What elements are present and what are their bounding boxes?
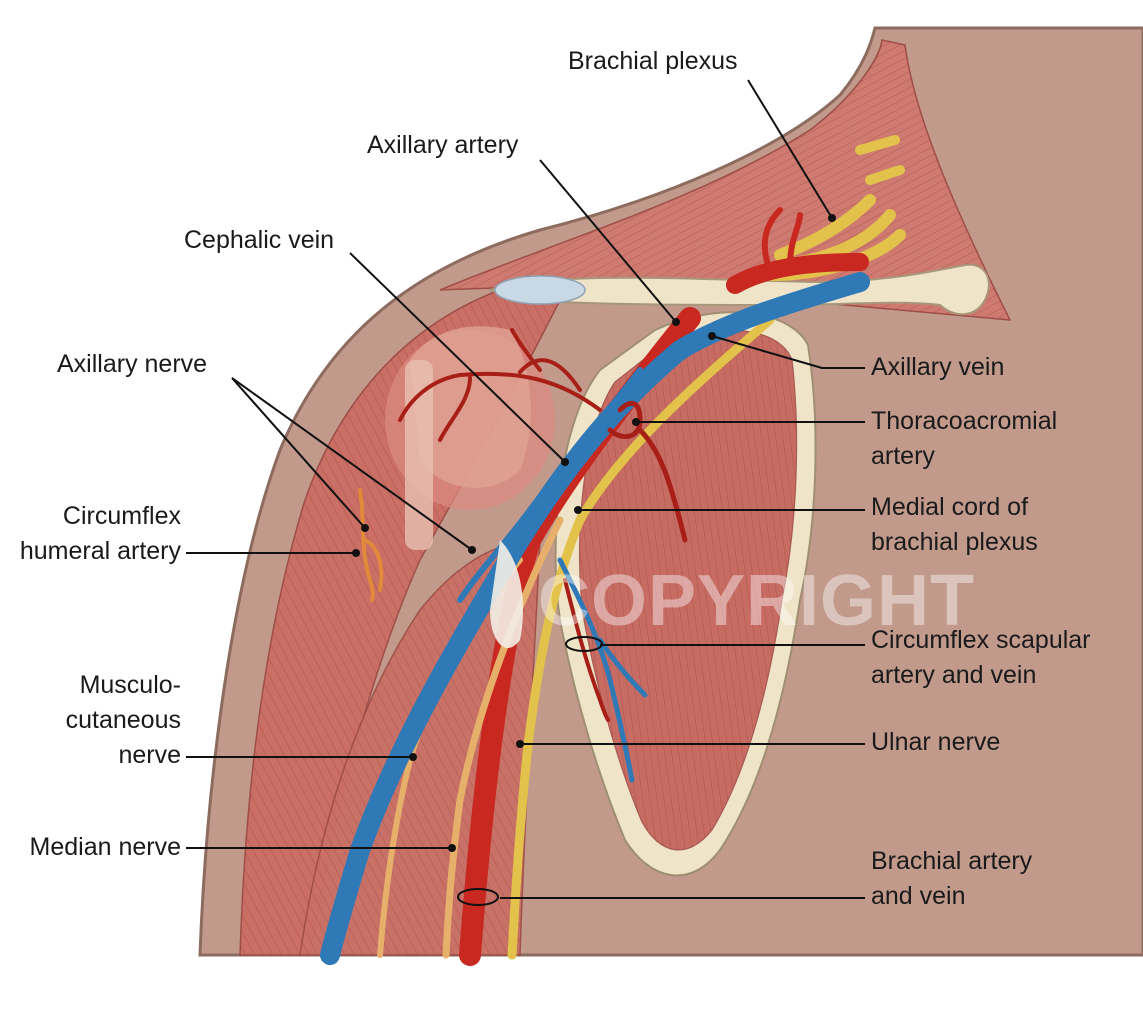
label-circumflex-scapular: Circumflex scapular artery and vein: [871, 623, 1091, 693]
label-circumflex-humeral-artery: Circumflex humeral artery: [20, 499, 181, 569]
medial-cord-nerve: [507, 315, 775, 960]
axillary-vein: [320, 272, 870, 965]
label-line: Musculo-: [79, 671, 181, 699]
label-musculocutaneous-nerve: Musculo- cutaneous nerve: [66, 668, 181, 773]
label-brachial-plexus: Brachial plexus: [568, 47, 738, 75]
leader-lines: [186, 79, 865, 906]
label-line: Brachial artery: [871, 847, 1033, 875]
label-line: and vein: [871, 882, 966, 910]
brachial-plexus-roots: [855, 135, 905, 185]
label-line: brachial plexus: [871, 528, 1038, 556]
thoracoacromial-artery: [607, 401, 688, 543]
label-axillary-vein: Axillary vein: [871, 353, 1005, 381]
label-line: artery and vein: [871, 661, 1037, 689]
label-ulnar-nerve: Ulnar nerve: [871, 728, 1001, 756]
label-line: cutaneous: [65, 706, 181, 734]
label-line: Circumflex scapular: [871, 626, 1091, 654]
rotator-cuff: [410, 326, 531, 489]
label-axillary-artery: Axillary artery: [367, 131, 519, 159]
circumflex-scapular-vein: [557, 557, 648, 783]
pectoralis-cut: [490, 540, 524, 649]
circumflex-humeral-artery: [358, 488, 384, 602]
shoulder-arterial-branches: [398, 328, 602, 442]
label-medial-cord: Medial cord of brachial plexus: [871, 490, 1038, 560]
cephalic-vein: [457, 367, 643, 603]
median-nerve: [442, 516, 564, 959]
label-cephalic-vein: Cephalic vein: [184, 226, 335, 254]
circumflex-scapular-artery: [563, 578, 610, 722]
humerus-shaft: [405, 360, 433, 550]
subclavian-artery: [726, 253, 869, 294]
label-thoracoacromial-artery: Thoracoacromial artery: [871, 404, 1057, 474]
label-median-nerve: Median nerve: [29, 833, 181, 861]
copyright-watermark: COPYRIGHT: [538, 561, 976, 641]
label-line: Circumflex: [62, 502, 181, 530]
label-line: nerve: [118, 741, 181, 769]
label-line: Medial cord of: [871, 493, 1029, 521]
acromion: [494, 275, 586, 305]
label-brachial-artery-vein: Brachial artery and vein: [871, 844, 1032, 914]
subclavian-branches: [761, 207, 803, 273]
label-line: artery: [871, 442, 935, 470]
label-line: Thoracoacromial: [871, 407, 1058, 435]
leader-dots: [352, 214, 836, 852]
label-line: humeral artery: [19, 537, 181, 565]
label-axillary-nerve: Axillary nerve: [57, 350, 208, 378]
